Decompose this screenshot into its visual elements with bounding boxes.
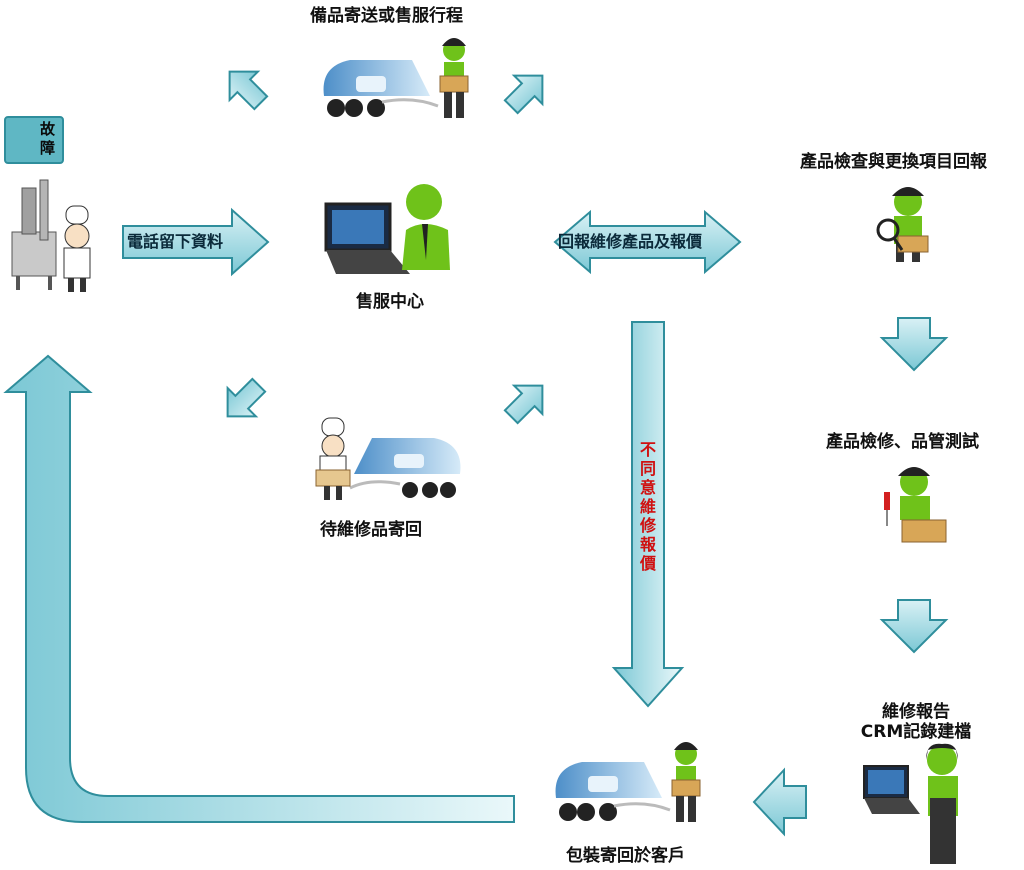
report-label-line2: CRM記錄建檔 <box>860 722 972 742</box>
van-icon <box>349 438 461 498</box>
diagonal-arrow-top-left <box>228 70 269 111</box>
service-person-icon <box>402 184 450 270</box>
inspect-label: 產品檢查與更換項目回報 <box>800 152 987 172</box>
not-agree-char: 不 <box>639 440 656 459</box>
report-double-arrow <box>553 209 742 275</box>
fault-label: 故障 <box>40 120 60 158</box>
not-agree-char: 意 <box>639 478 656 497</box>
fault-bubble: 故障 <box>4 116 64 164</box>
return-arrow <box>3 354 515 823</box>
not-agree-char: 維 <box>639 497 656 516</box>
report-person-icon <box>926 743 958 864</box>
fault-text: 故障 <box>40 120 56 157</box>
van-icon <box>323 60 439 117</box>
call-arrow-label: 電話留下資料 <box>127 232 224 251</box>
machine-icon <box>11 179 57 290</box>
left-arrow-ship <box>752 767 807 837</box>
report-arrow-label: 回報維修產品及報價 <box>558 232 703 251</box>
worker-icon <box>439 38 469 118</box>
inspector-icon <box>892 187 929 262</box>
diagonal-arrow-mid-right <box>503 384 544 425</box>
magnifier-icon <box>876 218 904 251</box>
van-icon <box>555 762 671 821</box>
repairer-icon <box>898 467 947 543</box>
report-label: 維修報告 CRM記錄建檔 <box>846 702 986 742</box>
laptop-icon <box>324 202 410 274</box>
diagonal-arrow-top-right <box>503 74 544 115</box>
diagonal-arrow-mid-left <box>226 377 267 418</box>
top-title: 備品寄送或售服行程 <box>310 6 463 26</box>
not-agree-char: 修 <box>639 516 656 535</box>
not-agree-char: 報 <box>639 535 656 554</box>
down-arrow-not-agree <box>611 321 685 708</box>
report-label-line1: 維修報告 <box>882 702 950 722</box>
not-agree-char: 同 <box>639 459 656 478</box>
waiting-label: 待維修品寄回 <box>320 520 422 540</box>
ship-back-label: 包裝寄回於客戶 <box>566 846 685 866</box>
screwdriver-icon <box>884 492 890 526</box>
down-arrow-1 <box>879 317 949 372</box>
not-agree-char: 價 <box>639 554 656 573</box>
service-center-label: 售服中心 <box>356 292 424 312</box>
not-agree-label: 不 同 意 維 修 報 價 <box>638 440 658 573</box>
repair-qc-label: 產品檢修、品管測試 <box>826 432 979 452</box>
worker-icon <box>671 742 701 822</box>
down-arrow-2 <box>879 599 949 654</box>
chef-icon <box>315 417 351 500</box>
chef-icon <box>63 205 91 292</box>
laptop-icon <box>863 765 920 814</box>
call-arrow <box>122 207 270 277</box>
